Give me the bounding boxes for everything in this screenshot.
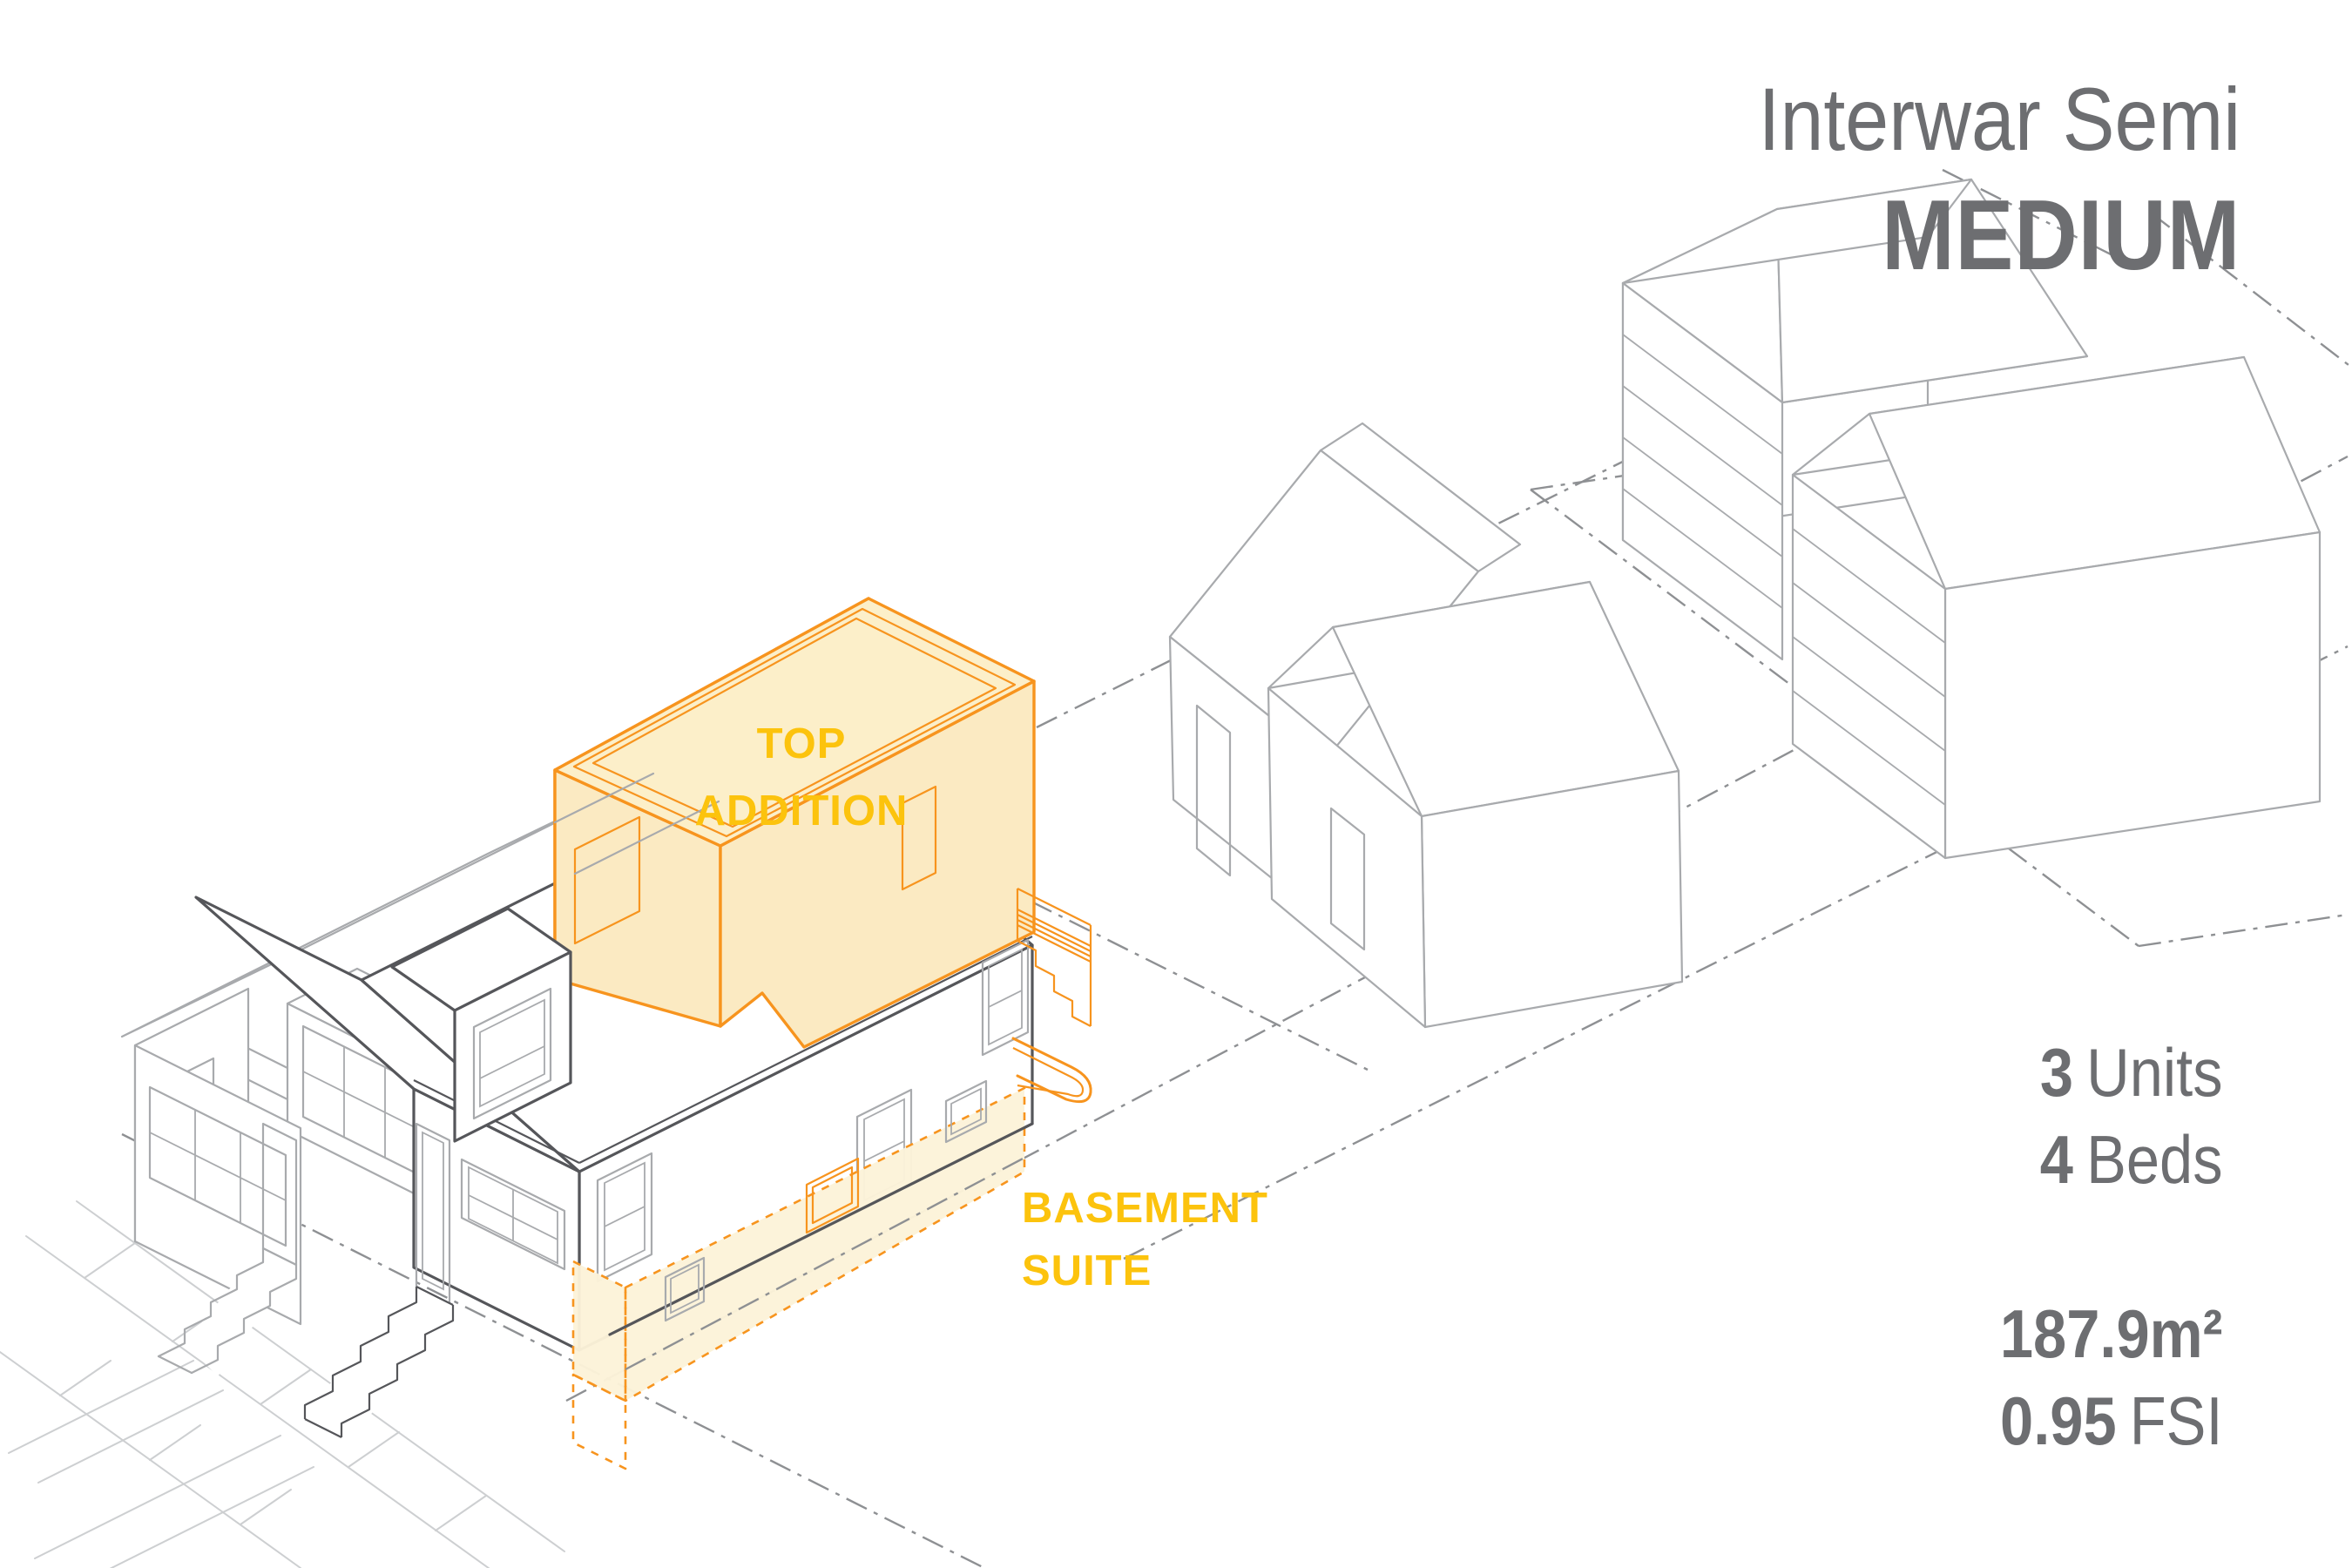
basement-window — [664, 1256, 706, 1322]
addition-roof — [553, 597, 1036, 848]
basement-band-side — [625, 1088, 1024, 1401]
garage-left-door-face — [1621, 281, 1784, 661]
garage-right-door-face — [1791, 473, 1947, 860]
basement-suite-label: SUITE — [1022, 1247, 1152, 1294]
top-addition-highlight — [553, 597, 1036, 1049]
dormer-window — [472, 987, 552, 1120]
basement-window-highlighted — [805, 1157, 860, 1234]
garage2-door — [1329, 807, 1366, 951]
basement-band-front — [573, 1261, 625, 1401]
neighbor-steps — [190, 1263, 298, 1375]
basement-window — [944, 1079, 988, 1144]
walkway — [8, 1360, 194, 1454]
dormer-face — [453, 950, 572, 1143]
fsi-label: FSI — [2130, 1382, 2223, 1459]
garage2-front-face — [1267, 686, 1427, 1029]
main-house-dormer — [390, 907, 572, 1143]
side-stairs-highlight — [1011, 888, 1092, 1104]
walkway — [34, 1435, 281, 1559]
exterior-stair-steps — [1016, 925, 1092, 1027]
beds-value: 4 — [2040, 1121, 2074, 1198]
area-value: 187.9m² — [2000, 1295, 2223, 1372]
side-window — [596, 1152, 653, 1283]
diagram-labels: TOP ADDITION BASEMENT SUITE — [695, 720, 1268, 1294]
stats-area: 187.9m² — [2000, 1300, 2223, 1368]
addition-window-right — [901, 785, 937, 891]
beds-label: Beds — [2086, 1121, 2223, 1198]
front-steps — [303, 1287, 418, 1419]
page-title: Interwar Semi — [1758, 70, 2240, 169]
fsi-value: 0.95 — [2000, 1382, 2118, 1459]
front-steps — [340, 1305, 455, 1437]
front-window — [460, 1158, 566, 1271]
units-label: Units — [2086, 1034, 2223, 1111]
basement-suite-highlight — [571, 1079, 1034, 1470]
variant-label: MEDIUM — [1881, 180, 2240, 291]
basement-below-grade — [571, 1373, 627, 1470]
mid-garage-2 — [1267, 580, 1684, 1029]
basement-suite-label: BASEMENT — [1022, 1185, 1268, 1232]
garage-right-side-wall — [1943, 531, 2322, 860]
side-eave-fascia — [578, 936, 1033, 1164]
addition-parapet — [572, 607, 1017, 838]
walkway — [37, 1389, 224, 1484]
laneway-garage-pair — [1621, 178, 2322, 860]
basement-entry-rail — [1011, 1037, 1092, 1104]
garage-left-roof-back-plane — [1621, 178, 1973, 285]
sidewalk — [0, 1200, 565, 1568]
side-window — [981, 938, 1030, 1057]
garage2-side-wall — [1420, 769, 1684, 1029]
garage1-door — [1195, 704, 1232, 877]
top-addition-label: TOP — [757, 720, 847, 767]
top-addition-label: ADDITION — [695, 787, 909, 835]
walkway — [109, 1466, 314, 1568]
units-value: 3 — [2040, 1034, 2074, 1111]
addition-window-left — [573, 815, 641, 945]
neighbor-steps — [157, 1247, 265, 1358]
title-block: Interwar Semi MEDIUM — [1758, 75, 2240, 286]
addition-parapet-inner — [591, 617, 997, 828]
